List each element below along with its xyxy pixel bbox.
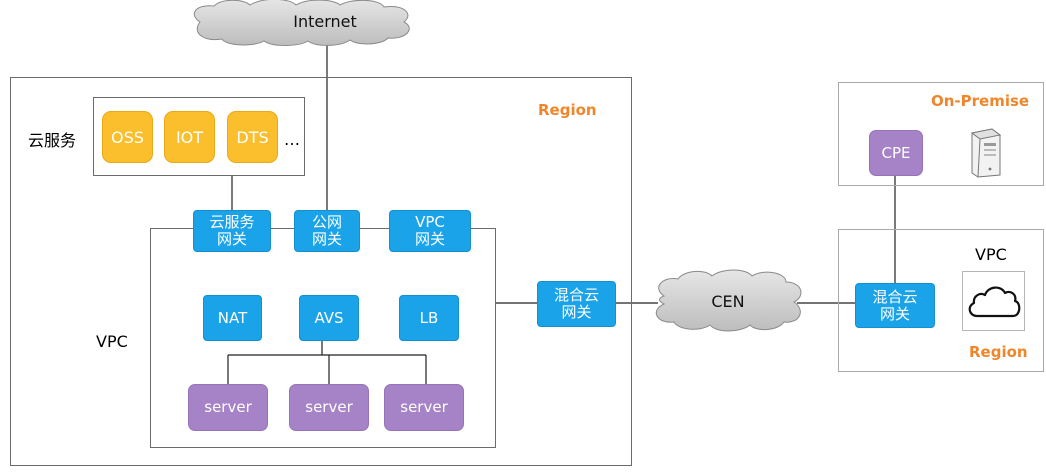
server-node-2[interactable]: server [289,384,369,431]
server-tower-icon [966,127,1002,179]
region-right-box [838,229,1044,372]
dts-node[interactable]: DTS [227,111,278,163]
cen-cloud-shape [655,269,802,332]
iot-node[interactable]: IOT [164,111,215,163]
public-gateway[interactable]: 公网 网关 [294,210,360,252]
region-left-box [10,77,632,466]
vpc-label-right: VPC [975,245,1007,264]
region-right-label: Region [969,343,1028,361]
cloud-service-gateway[interactable]: 云服务 网关 [193,210,271,252]
avs-node[interactable]: AVS [299,295,359,341]
more-services-ellipsis: … [284,130,300,149]
vpc-label-left: VPC [96,332,128,351]
server-node-1[interactable]: server [188,384,268,431]
on-premise-label: On-Premise [931,92,1030,110]
region-left-label: Region [538,101,597,119]
hybrid-cloud-gateway-right[interactable]: 混合云 网关 [855,283,935,328]
cloud-outline-icon [962,271,1025,331]
cen-label: CEN [711,292,745,311]
internet-cloud: Internet [260,12,390,32]
cloud-service-label: 云服务 [28,131,77,150]
hybrid-cloud-gateway-left[interactable]: 混合云 网关 [537,281,616,327]
internet-label: Internet [293,12,357,31]
internet-cloud-shape [193,0,410,46]
vpc-gateway[interactable]: VPC 网关 [389,210,471,252]
server-node-3[interactable]: server [384,384,464,431]
oss-node[interactable]: OSS [102,111,153,163]
cloud-service-group [93,97,305,176]
on-premise-box [838,82,1044,186]
nat-node[interactable]: NAT [203,295,262,341]
lb-node[interactable]: LB [399,295,459,341]
cpe-node[interactable]: CPE [869,130,923,176]
cen-cloud: CEN [680,292,776,312]
